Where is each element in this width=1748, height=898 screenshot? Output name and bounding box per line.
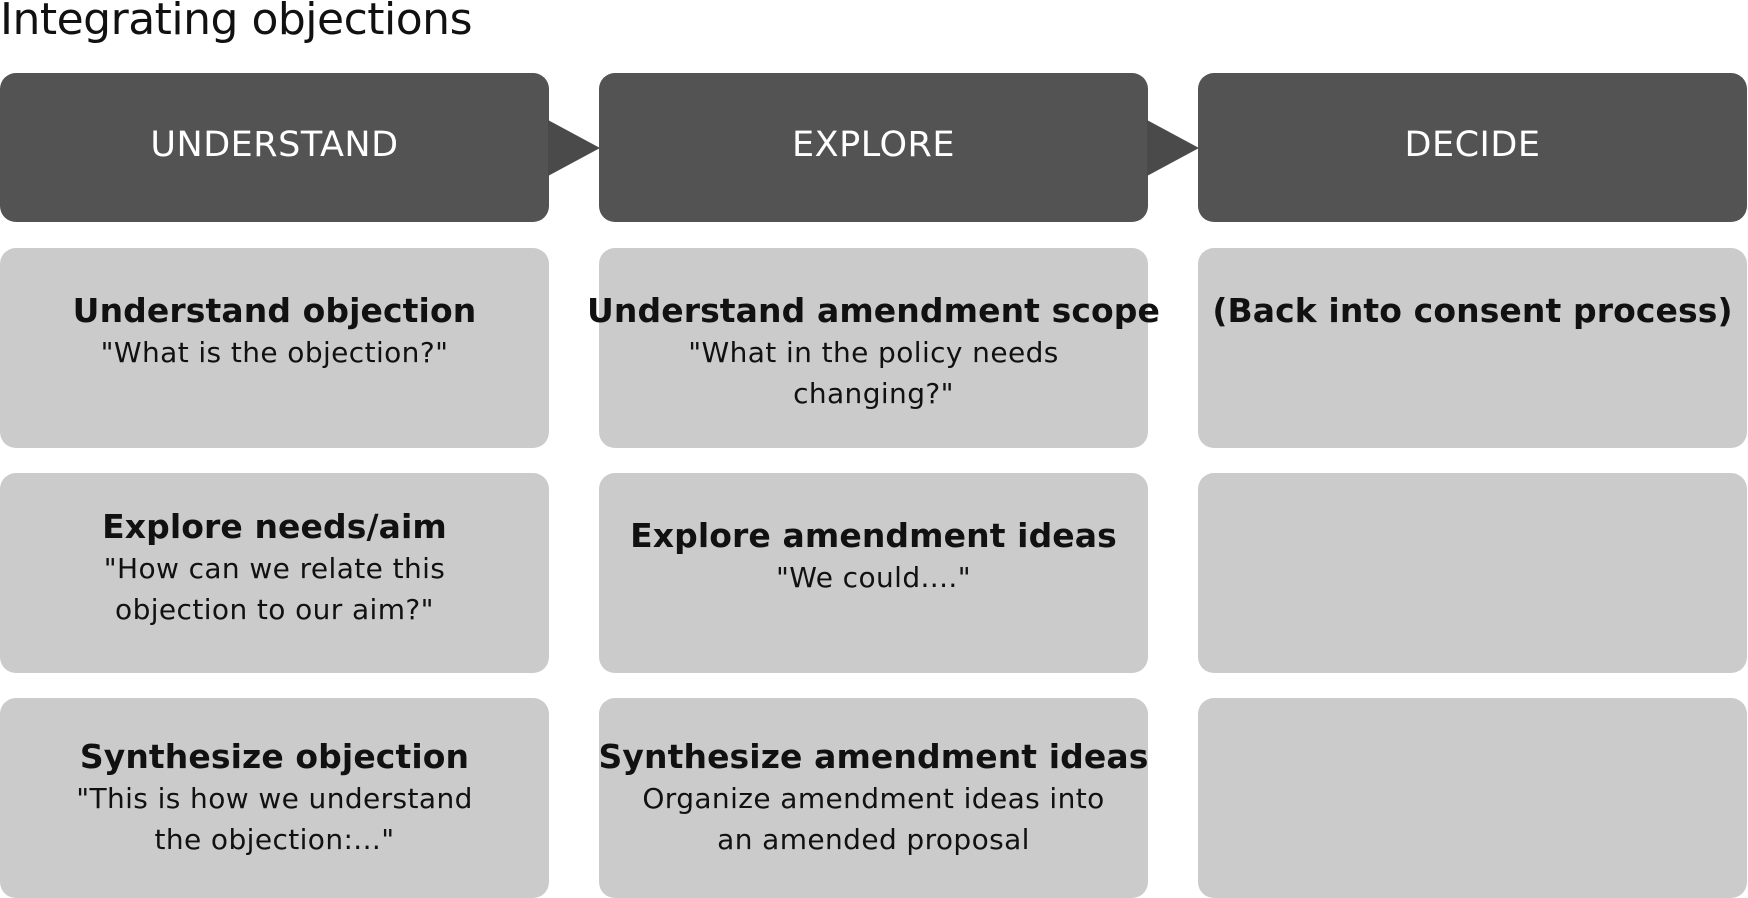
phase-explore-label: EXPLORE [792,125,955,165]
page-title: Integrating objections [0,0,473,45]
card-text: "This is how we understand [76,782,473,815]
card-title: (Back into consent process) [1212,291,1733,330]
card-text: an amended proposal [717,823,1030,856]
card-title: Synthesize objection [79,737,470,776]
card-title: Understand objection [72,291,477,330]
phase-decide-header: DECIDE [1198,73,1747,222]
card-text: Organize amendment ideas into [642,782,1105,815]
card-decide-empty-2 [1198,698,1747,898]
card-understand-objection: Understand objection "What is the object… [0,248,549,448]
phase-explore-header: EXPLORE [599,73,1148,222]
arrow-right-connector-1 [548,120,600,176]
card-title: Understand amendment scope [587,291,1161,330]
phase-understand-label: UNDERSTAND [150,125,399,165]
card-decide-empty-1 [1198,473,1747,673]
card-text: "How can we relate this [103,552,446,585]
card-text: "We could...." [776,561,971,594]
card-text: changing?" [793,377,954,410]
card-synthesize-amendment-ideas: Synthesize amendment ideas Organize amen… [599,698,1148,898]
card-text: the objection:..." [154,823,395,856]
card-explore-needs: Explore needs/aim "How can we relate thi… [0,473,549,673]
card-back-into-consent: (Back into consent process) [1198,248,1747,448]
phase-understand-header: UNDERSTAND [0,73,549,222]
card-title: Explore amendment ideas [630,516,1117,555]
card-understand-amendment-scope: Understand amendment scope "What in the … [587,248,1160,448]
card-text: objection to our aim?" [115,593,434,626]
phase-decide-label: DECIDE [1404,125,1541,165]
card-text: "What is the objection?" [100,336,449,369]
card-title: Explore needs/aim [102,507,447,546]
card-text: "What in the policy needs [688,336,1059,369]
card-title: Synthesize amendment ideas [598,737,1149,776]
arrow-right-connector-2 [1147,120,1199,176]
card-explore-amendment-ideas: Explore amendment ideas "We could...." [599,473,1148,673]
card-synthesize-objection: Synthesize objection "This is how we und… [0,698,549,898]
